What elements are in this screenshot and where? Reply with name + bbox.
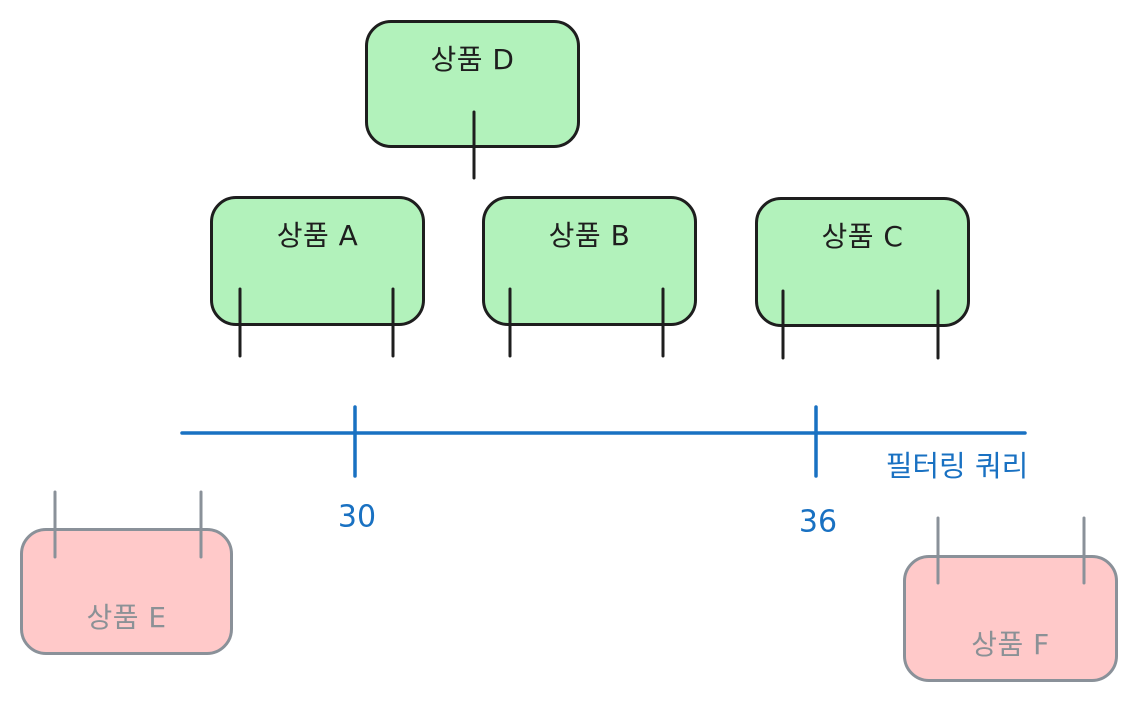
node-product-b-label: 상품 B	[548, 219, 631, 252]
node-product-d-label: 상품 D	[430, 43, 515, 76]
node-product-e: 상품 E	[20, 528, 233, 655]
node-product-a-label: 상품 A	[276, 219, 359, 252]
node-product-a: 상품 A	[210, 196, 425, 326]
node-product-b: 상품 B	[482, 196, 697, 326]
filter-query-label: 필터링 쿼리	[885, 449, 1029, 483]
node-product-e-label: 상품 E	[86, 601, 167, 634]
node-product-d: 상품 D	[365, 20, 580, 148]
node-product-c-label: 상품 C	[821, 220, 904, 253]
node-product-c: 상품 C	[755, 197, 970, 327]
node-product-f: 상품 F	[903, 555, 1118, 682]
node-product-f-label: 상품 F	[971, 628, 1050, 661]
axis-tick-label-30: 30	[337, 499, 377, 535]
axis-tick-label-36: 36	[798, 504, 838, 540]
